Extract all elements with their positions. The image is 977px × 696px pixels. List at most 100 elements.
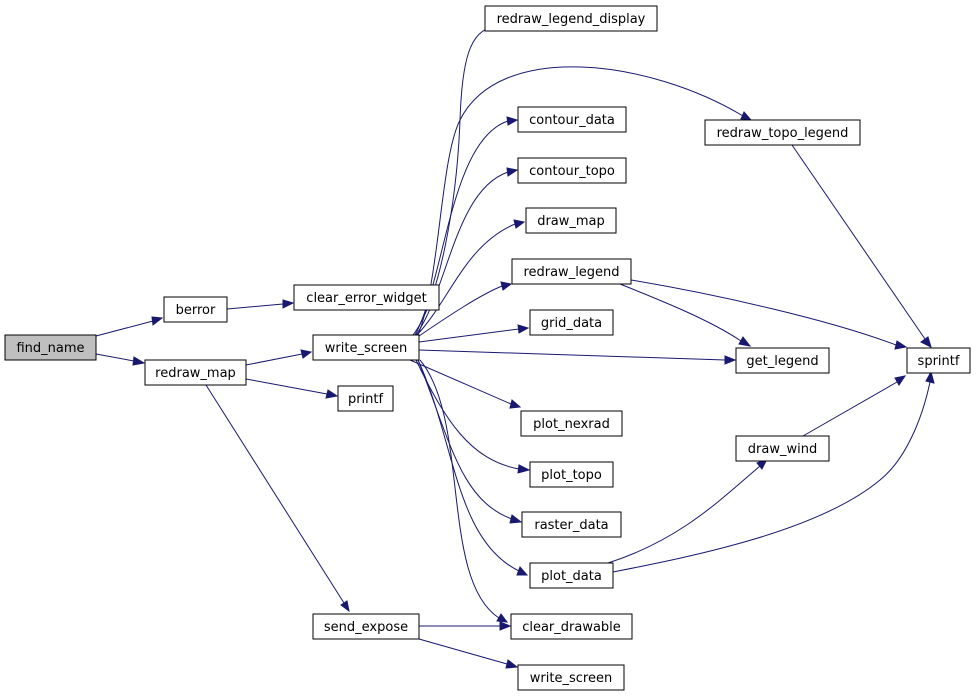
node-plot-topo[interactable]: plot_topo — [529, 461, 614, 488]
edge-line — [409, 359, 512, 405]
node-label: send_expose — [324, 620, 408, 635]
node-label: raster_data — [534, 518, 608, 533]
edge-redraw-legend-to-sprintf — [630, 279, 908, 350]
arrowhead-icon — [925, 370, 935, 384]
arrowhead-icon — [325, 389, 339, 399]
node-label: redraw_topo_legend — [717, 126, 849, 141]
node-redraw-topo-legend[interactable]: redraw_topo_legend — [704, 119, 861, 146]
node-box[interactable] — [517, 157, 627, 184]
node-plot-nexrad[interactable]: plot_nexrad — [520, 410, 623, 437]
node-label: contour_data — [529, 113, 615, 128]
edge-line — [226, 303, 284, 310]
node-box[interactable] — [704, 119, 861, 146]
edge-redraw-map-to-write-screen — [245, 349, 313, 366]
node-box[interactable] — [337, 385, 394, 412]
node-send-expose[interactable]: send_expose — [312, 613, 420, 640]
node-box[interactable] — [511, 258, 632, 285]
edge-berror-to-clear-error-widget — [226, 299, 295, 310]
node-box[interactable] — [517, 106, 627, 133]
node-get-legend[interactable]: get_legend — [735, 347, 830, 374]
node-contour-topo[interactable]: contour_topo — [517, 157, 627, 184]
node-plot-data[interactable]: plot_data — [529, 562, 614, 589]
node-draw-wind[interactable]: draw_wind — [735, 435, 830, 462]
edge-line — [415, 359, 520, 470]
edge-line — [419, 359, 500, 619]
edge-redraw-topo-legend-to-sprintf — [791, 144, 932, 348]
edge-find-name-to-redraw-map — [95, 353, 146, 366]
node-clear-error-widget[interactable]: clear_error_widget — [293, 284, 440, 311]
node-label: plot_nexrad — [533, 417, 610, 432]
node-draw-map[interactable]: draw_map — [525, 207, 617, 234]
edge-write-screen-to-draw-map — [416, 219, 526, 336]
edge-line — [791, 144, 926, 340]
node-box[interactable] — [529, 461, 614, 488]
node-box[interactable] — [517, 664, 625, 691]
edge-line — [418, 349, 726, 361]
node-grid-data[interactable]: grid_data — [529, 309, 614, 336]
node-find-name[interactable]: find_name — [4, 334, 97, 361]
node-box[interactable] — [521, 511, 622, 538]
edge-line — [607, 465, 761, 564]
node-berror[interactable]: berror — [163, 296, 228, 323]
edge-line — [417, 359, 513, 520]
edge-write-screen-to-raster-data — [417, 359, 523, 524]
node-box[interactable] — [735, 347, 830, 374]
node-label: printf — [348, 392, 384, 407]
node-box[interactable] — [510, 613, 633, 640]
edge-line — [205, 384, 345, 604]
edge-send-expose-to-write-screen-2 — [418, 638, 519, 669]
arrowhead-icon — [506, 167, 519, 177]
node-box[interactable] — [906, 347, 971, 374]
edge-line — [418, 285, 503, 337]
arrowhead-icon — [496, 613, 509, 623]
arrowhead-icon — [513, 219, 526, 229]
arrowhead-icon — [132, 356, 146, 366]
arrowhead-icon — [506, 116, 519, 126]
arrowhead-icon — [517, 464, 531, 474]
node-box[interactable] — [293, 284, 440, 311]
node-label: sprintf — [918, 354, 960, 369]
node-box[interactable] — [144, 359, 247, 386]
node-box[interactable] — [529, 562, 614, 589]
edge-line — [612, 381, 931, 573]
edge-line — [95, 320, 154, 337]
node-write-screen-2[interactable]: write_screen — [517, 664, 625, 691]
edge-line — [802, 381, 898, 437]
node-contour-data[interactable]: contour_data — [517, 106, 627, 133]
node-label: contour_topo — [529, 164, 615, 179]
node-box[interactable] — [735, 435, 830, 462]
edges — [95, 22, 935, 669]
node-redraw-legend-display[interactable]: redraw_legend_display — [484, 5, 658, 32]
edge-plot-data-to-sprintf — [612, 370, 935, 573]
node-box[interactable] — [484, 5, 658, 32]
node-printf[interactable]: printf — [337, 385, 394, 412]
node-box[interactable] — [525, 207, 617, 234]
node-write-screen[interactable]: write_screen — [312, 334, 420, 361]
node-box[interactable] — [529, 309, 614, 336]
node-box[interactable] — [163, 296, 228, 323]
node-label: redraw_map — [155, 366, 236, 381]
node-sprintf[interactable]: sprintf — [906, 347, 971, 374]
edge-send-expose-to-clear-drawable — [419, 621, 512, 631]
edge-line — [416, 223, 516, 336]
node-redraw-legend[interactable]: redraw_legend — [511, 258, 632, 285]
arrowhead-icon — [920, 336, 932, 348]
arrowhead-icon — [340, 600, 350, 613]
edge-line — [417, 66, 744, 336]
node-redraw-map[interactable]: redraw_map — [144, 359, 247, 386]
node-box[interactable] — [520, 410, 623, 437]
node-box[interactable] — [312, 613, 420, 640]
edge-write-screen-to-redraw-legend — [418, 281, 513, 337]
arrowhead-icon — [282, 299, 295, 309]
edge-line — [418, 328, 520, 343]
node-raster-data[interactable]: raster_data — [521, 511, 622, 538]
node-label: get_legend — [746, 354, 818, 369]
node-label: redraw_legend_display — [497, 12, 646, 27]
arrowhead-icon — [499, 621, 512, 631]
node-box[interactable] — [4, 334, 97, 361]
node-clear-drawable[interactable]: clear_drawable — [510, 613, 633, 640]
arrowhead-icon — [516, 566, 529, 576]
node-box[interactable] — [312, 334, 420, 361]
edge-write-screen-to-get-legend — [418, 349, 737, 365]
